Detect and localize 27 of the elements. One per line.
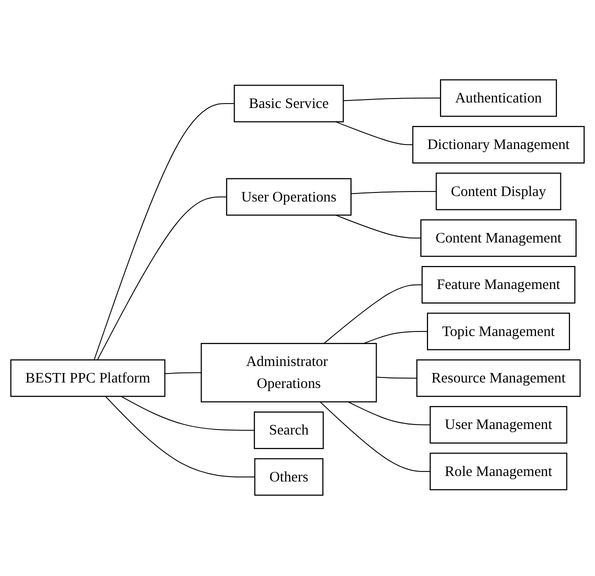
connector <box>120 396 255 432</box>
connector <box>342 98 441 102</box>
node-box: Content Management <box>420 220 577 258</box>
connector <box>320 402 431 472</box>
connector <box>348 402 431 426</box>
node-box: Authentication <box>440 80 557 118</box>
node-box: Resource Management <box>416 360 581 398</box>
connector <box>363 332 428 344</box>
node-box: Topic Management <box>426 313 570 351</box>
connector <box>376 377 418 380</box>
node-box: BESTI PPC Platform <box>10 360 166 398</box>
connector <box>350 191 437 195</box>
connector <box>164 372 202 375</box>
node-box: Role Management <box>430 453 568 491</box>
node-box: Others <box>254 458 324 496</box>
node-box: Content Display <box>436 173 562 211</box>
node-box: Basic Service <box>234 85 344 123</box>
node-box: User Operations <box>226 178 352 216</box>
connector <box>94 104 235 361</box>
node-box: User Management <box>430 406 568 444</box>
node-box: Administrator Operations <box>200 343 377 403</box>
connector <box>323 284 423 344</box>
node-box: Dictionary Management <box>412 126 585 164</box>
node-box: Search <box>254 412 324 450</box>
connector <box>104 396 256 478</box>
connector <box>96 196 228 361</box>
node-box: Feature Management <box>422 266 576 304</box>
